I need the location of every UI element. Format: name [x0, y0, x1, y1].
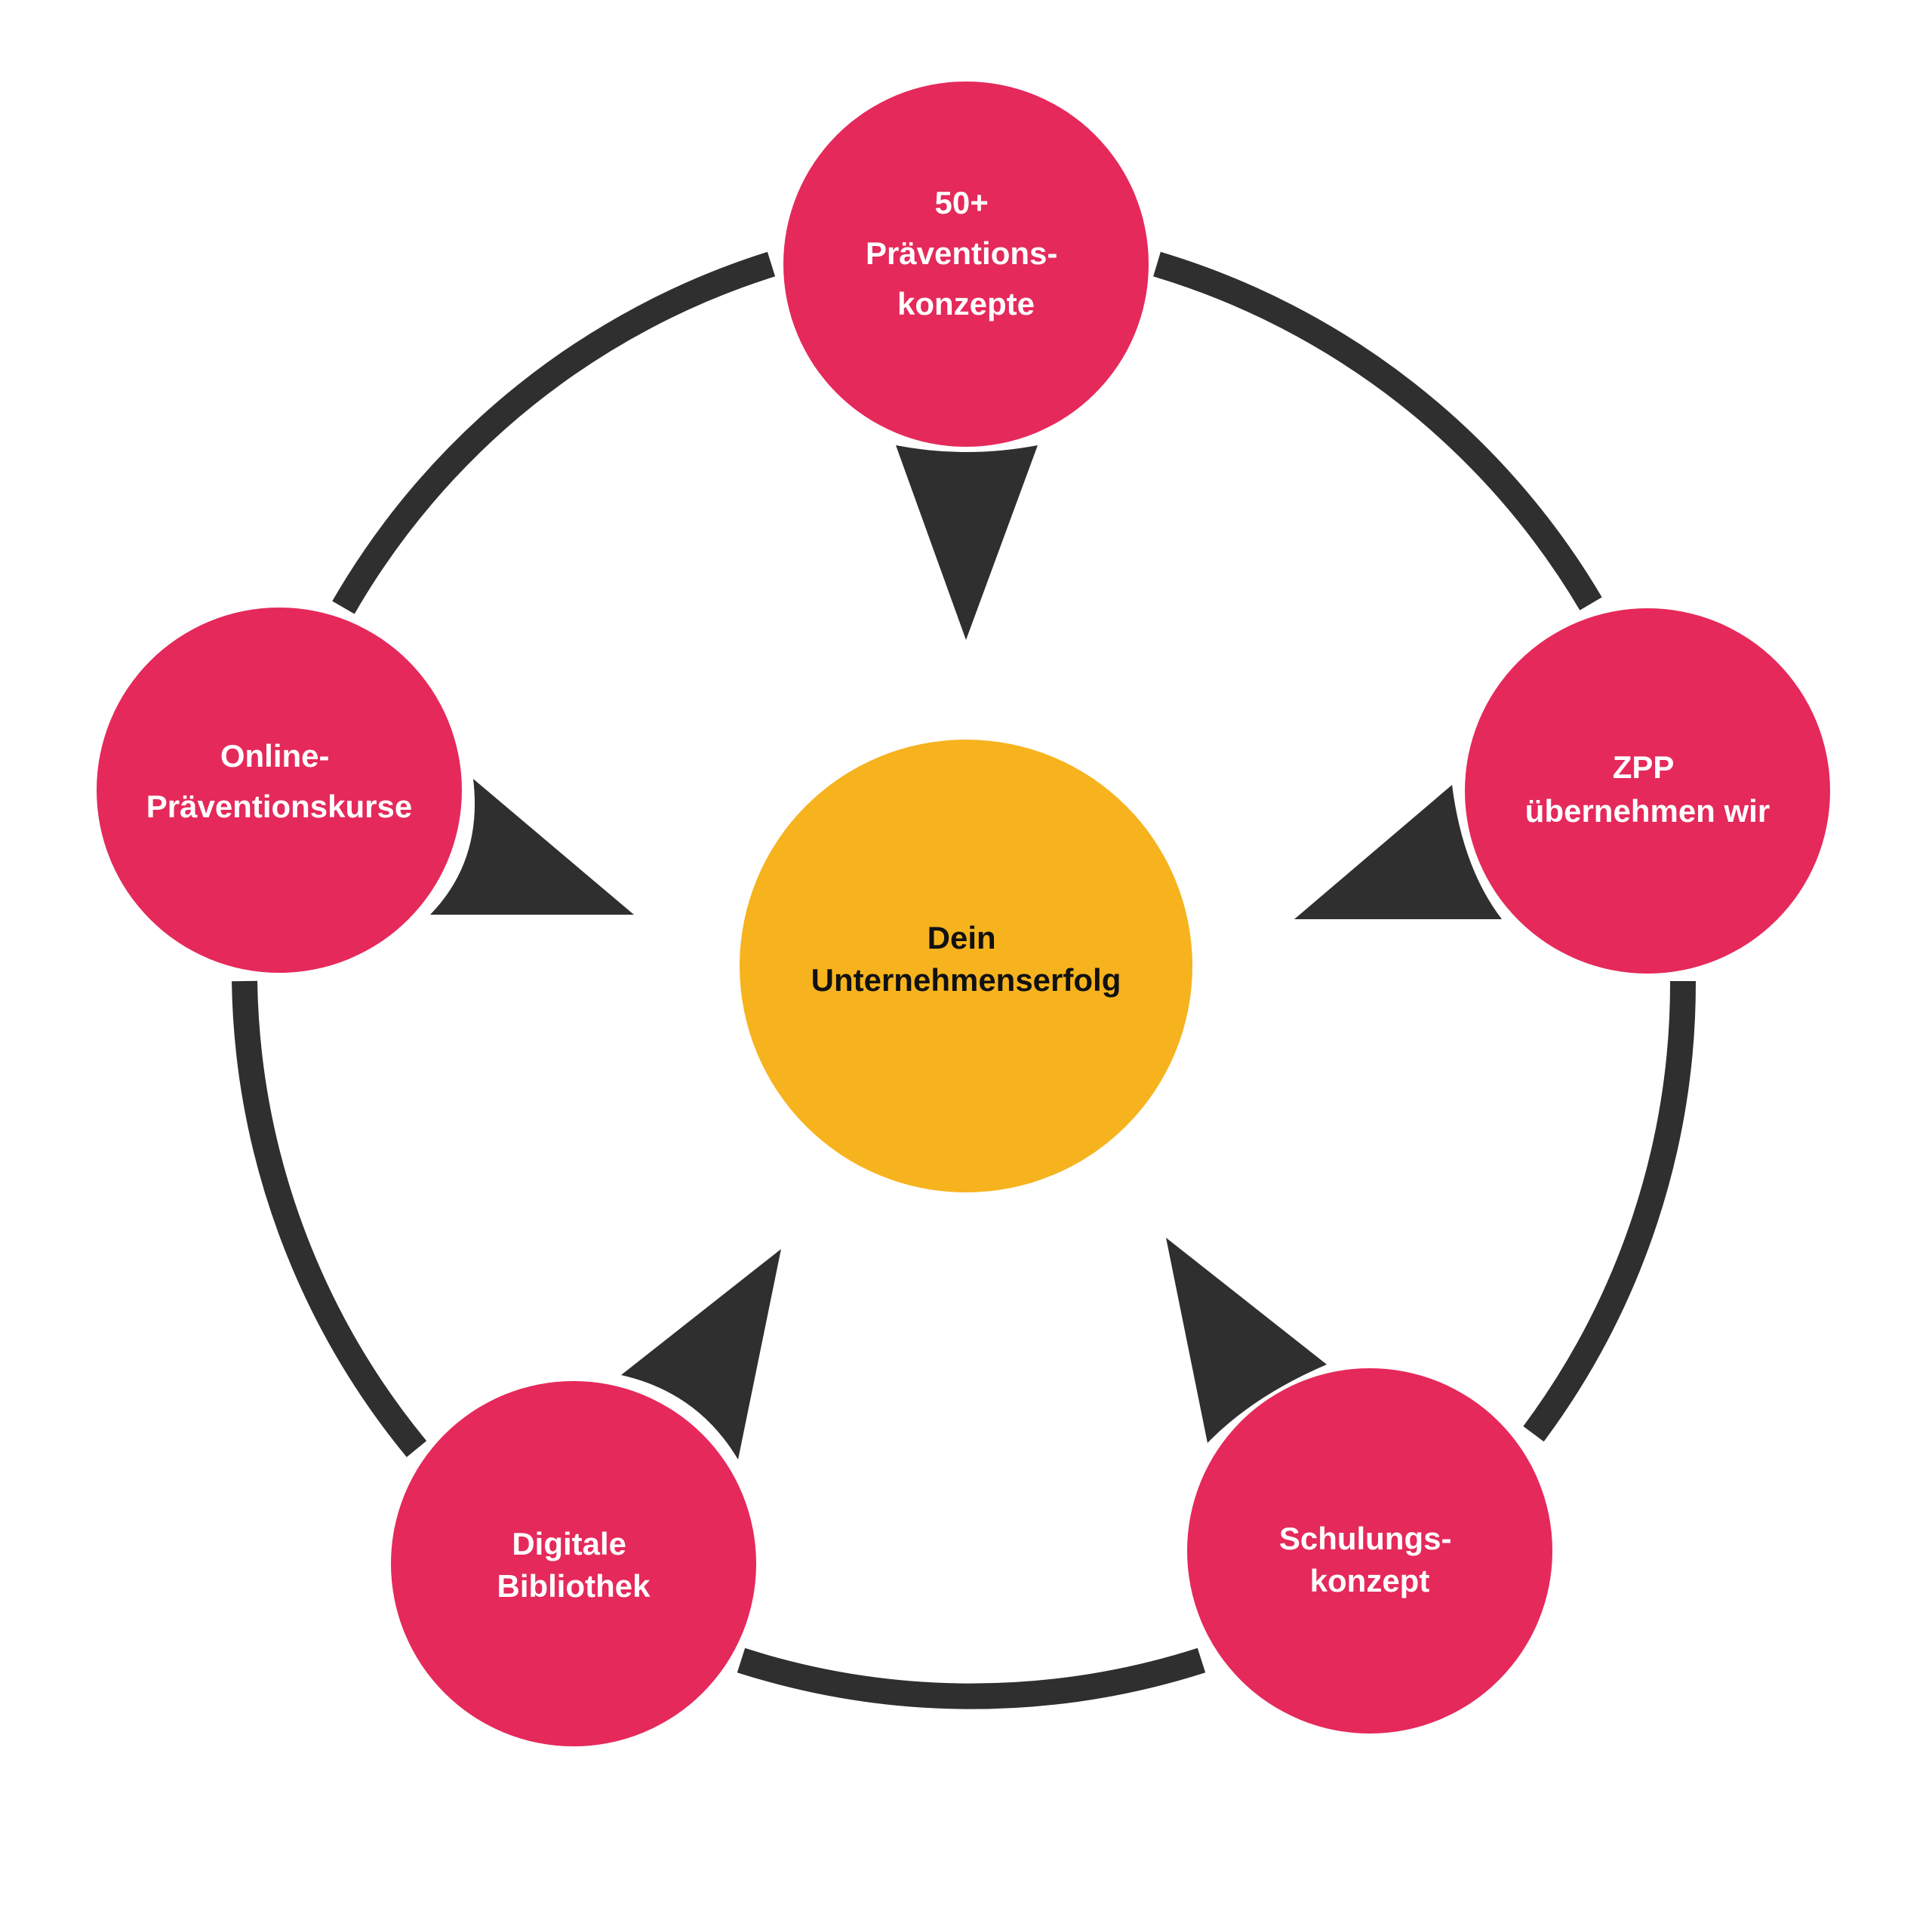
arrow-from-right	[1294, 785, 1502, 919]
arrows	[430, 445, 1502, 1460]
center-circle	[740, 740, 1192, 1192]
node-left-label-line-1: Online-	[220, 738, 330, 774]
node-top-label-line-2: Präventions-	[866, 235, 1057, 271]
ring-connectors	[232, 251, 1697, 1709]
node-left-circle	[97, 608, 462, 973]
node-right-circle	[1465, 608, 1830, 974]
node-top-label: 50+ Präventions- konzepte	[866, 185, 1066, 321]
center-label-line-2: Unternehmenserfolg	[811, 962, 1121, 998]
ring-arc-top-right	[1153, 251, 1602, 611]
node-right-label-line-2: übernehmen wir	[1525, 793, 1770, 829]
center-node: Dein Unternehmenserfolg	[740, 740, 1192, 1192]
node-right: ZPP übernehmen wir	[1465, 608, 1830, 974]
node-top-circle	[783, 82, 1149, 447]
node-bottom-left-circle	[391, 1381, 756, 1746]
ring-arc-left-bottom	[232, 980, 427, 1457]
ring-arc-left-top	[332, 251, 776, 614]
arrow-from-bottom-right	[1166, 1238, 1327, 1443]
node-bottom-right-label: Schulungs- konzept	[1279, 1521, 1460, 1598]
node-top: 50+ Präventions- konzepte	[783, 82, 1149, 447]
arrow-from-top	[896, 445, 1038, 640]
center-label: Dein Unternehmenserfolg	[811, 920, 1121, 998]
arrow-from-left	[430, 779, 634, 915]
node-bottom-left-label-line-1: Digitale	[512, 1526, 626, 1561]
node-bottom-left: Digitale Bibliothek	[391, 1381, 756, 1746]
ring-arc-right-bottom	[1523, 980, 1697, 1442]
arrow-from-bottom-left	[621, 1249, 781, 1460]
center-label-line-1: Dein	[928, 920, 996, 955]
node-top-label-line-1: 50+	[935, 185, 989, 220]
node-right-label-line-1: ZPP	[1613, 749, 1674, 785]
node-top-label-line-3: konzepte	[897, 286, 1035, 321]
node-left: Online- Präventionskurse	[97, 608, 462, 973]
node-bottom-right-label-line-1: Schulungs-	[1279, 1521, 1452, 1556]
ring-arc-bottom	[737, 1647, 1206, 1709]
node-bottom-right-label-line-2: konzept	[1310, 1563, 1430, 1598]
node-bottom-right-circle	[1187, 1368, 1552, 1734]
node-left-label-line-2: Präventionskurse	[146, 789, 413, 824]
node-bottom-left-label: Digitale Bibliothek	[497, 1526, 651, 1604]
node-bottom-right: Schulungs- konzept	[1187, 1368, 1552, 1734]
node-left-label: Online- Präventionskurse	[146, 738, 413, 824]
node-right-label: ZPP übernehmen wir	[1525, 749, 1770, 829]
node-bottom-left-label-line-2: Bibliothek	[497, 1568, 651, 1604]
